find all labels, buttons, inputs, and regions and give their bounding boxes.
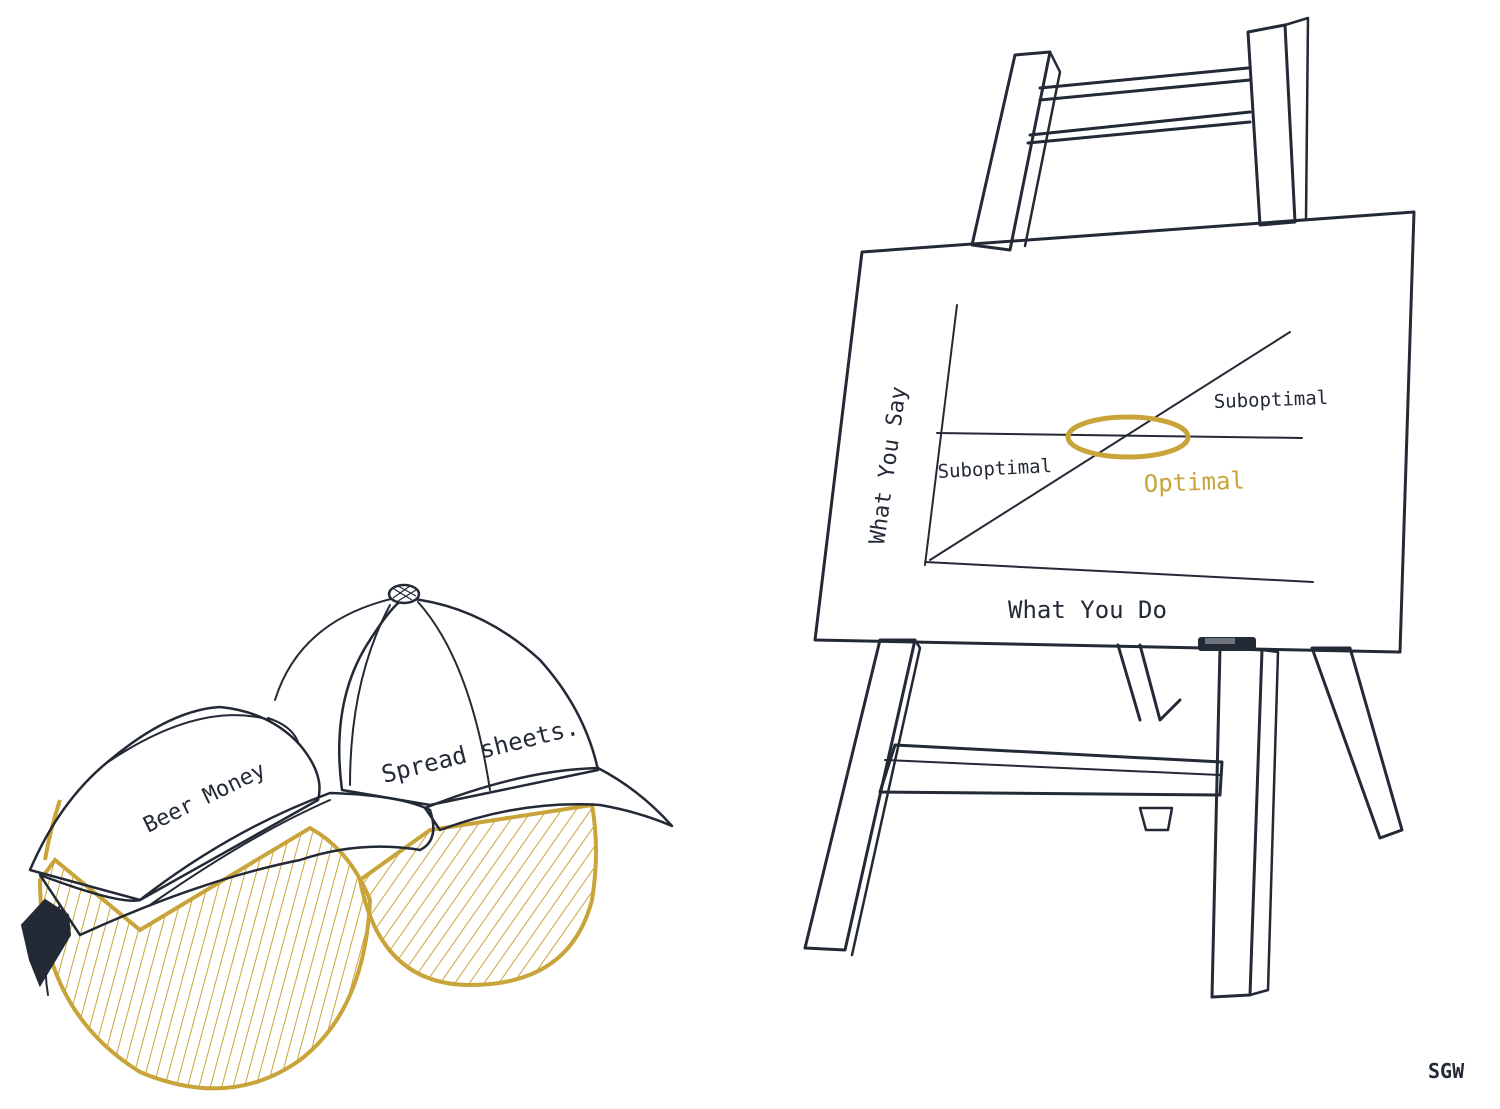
front-cap-shadow (37, 799, 373, 1091)
lower-suboptimal-label: Suboptimal (937, 455, 1052, 483)
cap-button-icon (387, 583, 421, 605)
back-cap-label: Spread sheets. (379, 713, 582, 789)
optimal-highlight-ellipse (1065, 414, 1191, 460)
horizontal-reference-line (936, 432, 1303, 439)
optimal-label: Optimal (1143, 466, 1245, 498)
caps-group: Spread sheets. Beer Money (20, 583, 674, 1091)
x-axis (924, 561, 1314, 583)
upper-suboptimal-label: Suboptimal (1213, 387, 1328, 413)
easel-legs (803, 637, 1404, 999)
say-do-diagram: What You Say What You Do Suboptimal Subo… (865, 304, 1328, 624)
easel-top-frame (970, 16, 1310, 252)
y-axis-label: What You Say (865, 385, 912, 546)
y-axis (924, 304, 958, 566)
x-axis-label: What You Do (1008, 596, 1167, 624)
artist-signature: SGW (1428, 1059, 1465, 1083)
cap-strap-icon (20, 898, 72, 988)
back-cap-shadow (357, 802, 598, 988)
easel (803, 16, 1416, 999)
front-cap-label: Beer Money (140, 758, 270, 839)
diagonal-line (929, 331, 1291, 561)
easel-board (813, 210, 1416, 654)
